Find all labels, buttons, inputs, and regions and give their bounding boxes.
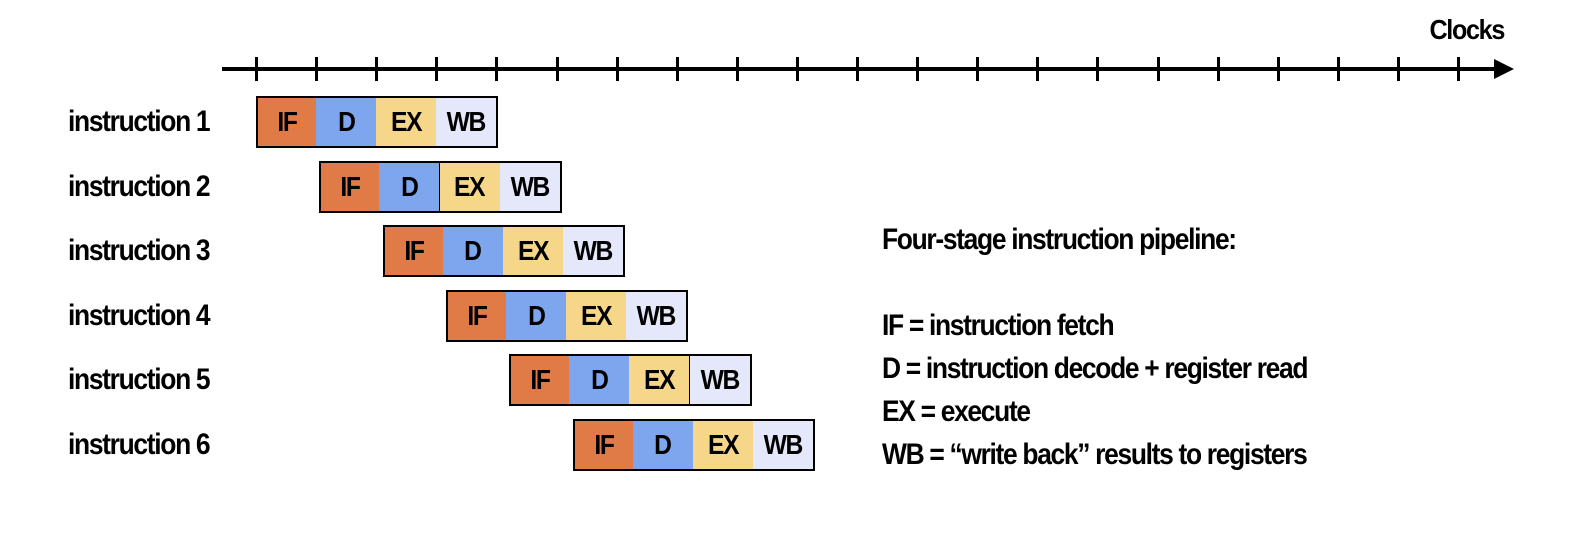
stage-label: EX (707, 428, 740, 460)
stage-label: EX (391, 106, 423, 137)
stage-box-if: IF (382, 225, 445, 277)
axis-tick (735, 57, 739, 81)
stage-label: WB (763, 428, 804, 460)
stage-box-ex: EX (376, 96, 439, 148)
axis-tick (1457, 57, 1460, 81)
stage-label: IF (593, 428, 615, 460)
legend-entry-wb: WB = “write back” results to registers (882, 438, 1308, 471)
stage-box-d: D (632, 418, 695, 471)
stage-box-wb: WB (689, 354, 752, 406)
stage-box-if: IF (509, 354, 572, 406)
stage-label: D (464, 235, 482, 266)
axis-tick (1336, 57, 1340, 81)
axis-tick (795, 57, 799, 81)
stage-label: IF (530, 364, 552, 395)
axis-tick (1216, 57, 1220, 81)
stage-label: D (337, 106, 356, 137)
stage-label: WB (573, 235, 614, 266)
stage-box-wb: WB (499, 160, 562, 213)
stage-box-ex: EX (629, 354, 692, 406)
axis-tick (1156, 57, 1160, 81)
axis-tick (675, 57, 679, 81)
legend-title: Four-stage instruction pipeline: (882, 223, 1237, 256)
stage-box-wb: WB (436, 96, 499, 148)
stage-box-ex: EX (502, 225, 565, 277)
axis-tick (1036, 57, 1040, 81)
stage-box-if: IF (256, 96, 318, 148)
stage-label: IF (340, 170, 362, 202)
legend-entry-if: IF = instruction fetch (882, 309, 1115, 342)
stage-box-wb: WB (626, 289, 689, 342)
stage-label: WB (636, 299, 677, 331)
stage-box-wb: WB (562, 225, 625, 277)
axis-tick (976, 57, 980, 81)
stage-label: EX (517, 235, 550, 266)
axis-tick (495, 57, 499, 81)
instruction-label: instruction 3 (68, 234, 211, 267)
legend-entry-d: D = instruction decode + register read (882, 352, 1309, 385)
legend-entry-ex: EX = execute (882, 395, 1031, 428)
stage-box-d: D (506, 289, 568, 342)
clock-axis-line (222, 67, 1498, 71)
instruction-label: instruction 6 (68, 427, 211, 461)
axis-tick (1396, 57, 1400, 81)
stage-label: D (401, 170, 419, 202)
axis-tick (916, 57, 920, 81)
stage-box-ex: EX (566, 289, 629, 342)
stage-label: EX (580, 299, 613, 331)
axis-tick (1096, 57, 1100, 81)
instruction-label: instruction 2 (68, 169, 211, 203)
axis-tick (255, 57, 258, 81)
stage-label: IF (403, 235, 425, 266)
stage-label: D (591, 364, 609, 395)
stage-box-if: IF (445, 289, 508, 342)
axis-tick (856, 57, 859, 81)
stage-label: D (654, 428, 672, 460)
stage-box-d: D (379, 160, 442, 213)
stage-box-ex: EX (439, 160, 502, 213)
axis-label: Clocks (1429, 14, 1505, 45)
axis-arrow-icon (1494, 59, 1514, 79)
instruction-label: instruction 4 (68, 298, 211, 332)
stage-box-d: D (316, 96, 379, 148)
axis-tick (615, 57, 619, 81)
axis-tick (435, 57, 439, 81)
stage-box-wb: WB (752, 418, 815, 471)
stage-label: D (527, 299, 546, 331)
stage-label: WB (447, 106, 487, 137)
axis-tick (375, 57, 379, 81)
stage-label: EX (454, 170, 486, 202)
stage-box-ex: EX (692, 418, 755, 471)
axis-tick (555, 57, 559, 81)
stage-box-if: IF (319, 160, 382, 213)
instruction-label: instruction 5 (68, 363, 211, 396)
stage-box-d: D (569, 354, 632, 406)
instruction-label: instruction 1 (68, 105, 211, 138)
stage-label: EX (644, 364, 676, 395)
stage-box-if: IF (572, 418, 635, 471)
axis-tick (1276, 57, 1280, 81)
stage-label: WB (510, 170, 550, 202)
stage-label: IF (467, 299, 488, 331)
stage-label: WB (700, 364, 740, 395)
stage-label: IF (277, 106, 298, 137)
stage-box-d: D (442, 225, 505, 277)
axis-tick (315, 57, 319, 81)
